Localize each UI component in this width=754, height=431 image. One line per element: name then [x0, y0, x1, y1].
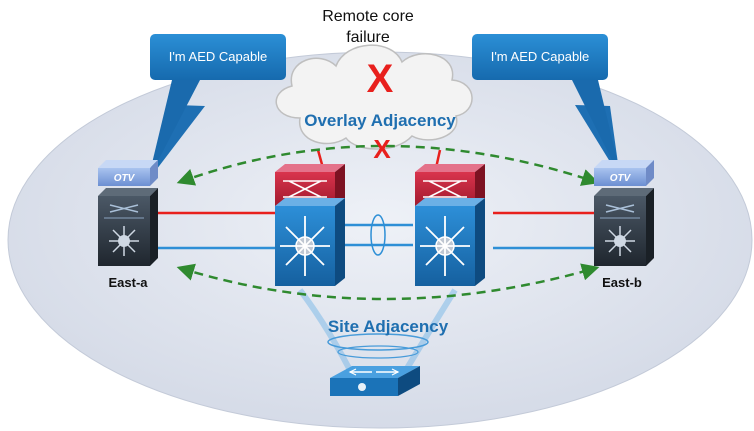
overlay-failure-x-icon: X: [373, 134, 391, 164]
callout-tail-right: [572, 80, 622, 180]
callout-left-text: I'm AED Capable: [169, 49, 268, 64]
remote-core-title-line2: failure: [346, 29, 390, 46]
cloud-icon: [275, 44, 473, 150]
otv-edge-device-icon-east-b: OTV: [594, 160, 654, 266]
blue-links: [157, 214, 598, 256]
nexus-7000-switch-icon-right: [415, 164, 485, 286]
otv-badge-east-b: OTV: [610, 173, 632, 184]
nexus-7000-switch-icon-left: [275, 164, 345, 286]
overlay-adjacency-label: Overlay Adjacency: [304, 111, 456, 130]
callout-right-text: I'm AED Capable: [491, 49, 590, 64]
callout-bubble-right: I'm AED Capable: [472, 34, 620, 178]
failure-x-icon: X: [367, 57, 394, 101]
callout-bubble-left: I'm AED Capable: [150, 34, 286, 178]
callout-tail-left: [148, 80, 200, 180]
site-adjacency-label: Site Adjacency: [328, 317, 449, 336]
overlay-hello-arrows: [176, 144, 600, 301]
remote-core-title-line1: Remote core: [322, 8, 414, 25]
access-switch-icon: [330, 366, 420, 396]
otv-badge-east-a: OTV: [114, 173, 136, 184]
east-a-label: East-a: [108, 275, 148, 290]
otv-edge-device-icon-east-a: OTV: [98, 160, 158, 266]
east-b-label: East-b: [602, 275, 642, 290]
red-links: [157, 149, 598, 215]
